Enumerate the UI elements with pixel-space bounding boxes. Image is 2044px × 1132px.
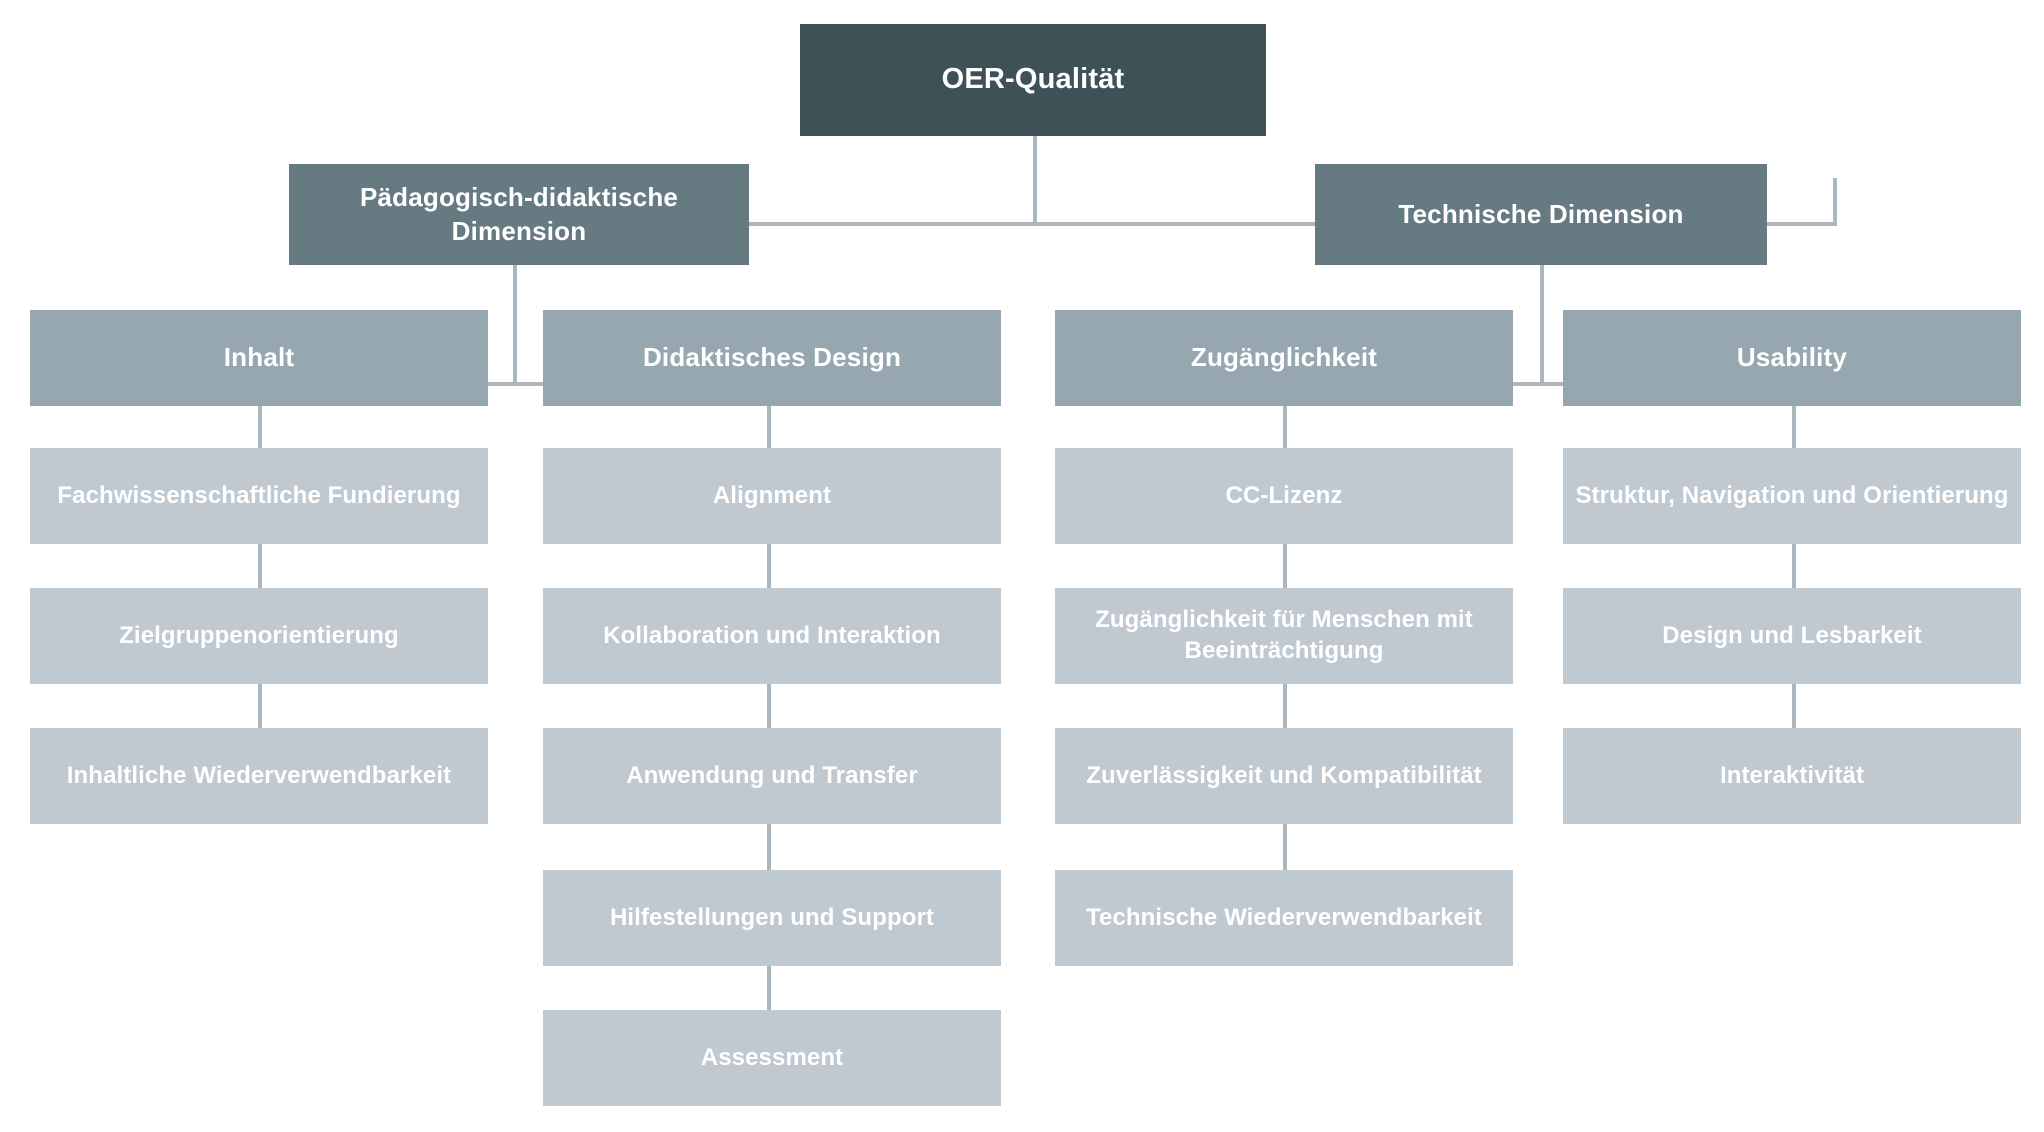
connector-root-down — [1033, 136, 1037, 226]
node-category-usability[interactable]: Usability — [1563, 310, 2021, 406]
connector-dim-left-down — [513, 265, 517, 386]
node-leaf-inhalt-2[interactable]: Zielgruppenorientierung — [30, 588, 488, 684]
node-leaf-didaktisches-design-2[interactable]: Kollaboration und Interaktion — [543, 588, 1001, 684]
connector-categories-right-spine — [1283, 382, 1796, 386]
node-leaf-usability-3[interactable]: Interaktivität — [1563, 728, 2021, 824]
connector-column-zugaenglichkeit — [1283, 406, 1287, 966]
node-leaf-didaktisches-design-5[interactable]: Assessment — [543, 1010, 1001, 1106]
connector-dimensions-spine — [513, 222, 1835, 226]
node-leaf-didaktisches-design-1[interactable]: Alignment — [543, 448, 1001, 544]
connector-dim-right-stub — [1833, 178, 1837, 226]
node-category-zugaenglichkeit[interactable]: Zugänglichkeit — [1055, 310, 1513, 406]
connector-dim-right-down — [1540, 265, 1544, 386]
node-leaf-inhalt-3[interactable]: Inhaltliche Wiederverwendbarkeit — [30, 728, 488, 824]
node-leaf-zugaenglichkeit-4[interactable]: Technische Wiederverwendbarkeit — [1055, 870, 1513, 966]
node-category-inhalt[interactable]: Inhalt — [30, 310, 488, 406]
node-dimension-paedagogisch-didaktisch[interactable]: Pädagogisch-didaktische Dimension — [289, 164, 749, 265]
node-leaf-inhalt-1[interactable]: Fachwissenschaftliche Fundierung — [30, 448, 488, 544]
node-leaf-usability-2[interactable]: Design und Lesbarkeit — [1563, 588, 2021, 684]
node-leaf-zugaenglichkeit-1[interactable]: CC-Lizenz — [1055, 448, 1513, 544]
node-leaf-didaktisches-design-3[interactable]: Anwendung und Transfer — [543, 728, 1001, 824]
node-leaf-didaktisches-design-4[interactable]: Hilfestellungen und Support — [543, 870, 1001, 966]
node-category-didaktisches-design[interactable]: Didaktisches Design — [543, 310, 1001, 406]
connector-categories-left-spine — [258, 382, 771, 386]
node-leaf-usability-1[interactable]: Struktur, Navigation und Orientierung — [1563, 448, 2021, 544]
node-root-oer-qualitaet[interactable]: OER-Qualität — [800, 24, 1266, 136]
node-leaf-zugaenglichkeit-3[interactable]: Zuverlässigkeit und Kompatibilität — [1055, 728, 1513, 824]
node-leaf-zugaenglichkeit-2[interactable]: Zugänglichkeit für Menschen mit Beeinträ… — [1055, 588, 1513, 684]
node-dimension-technisch[interactable]: Technische Dimension — [1315, 164, 1767, 265]
